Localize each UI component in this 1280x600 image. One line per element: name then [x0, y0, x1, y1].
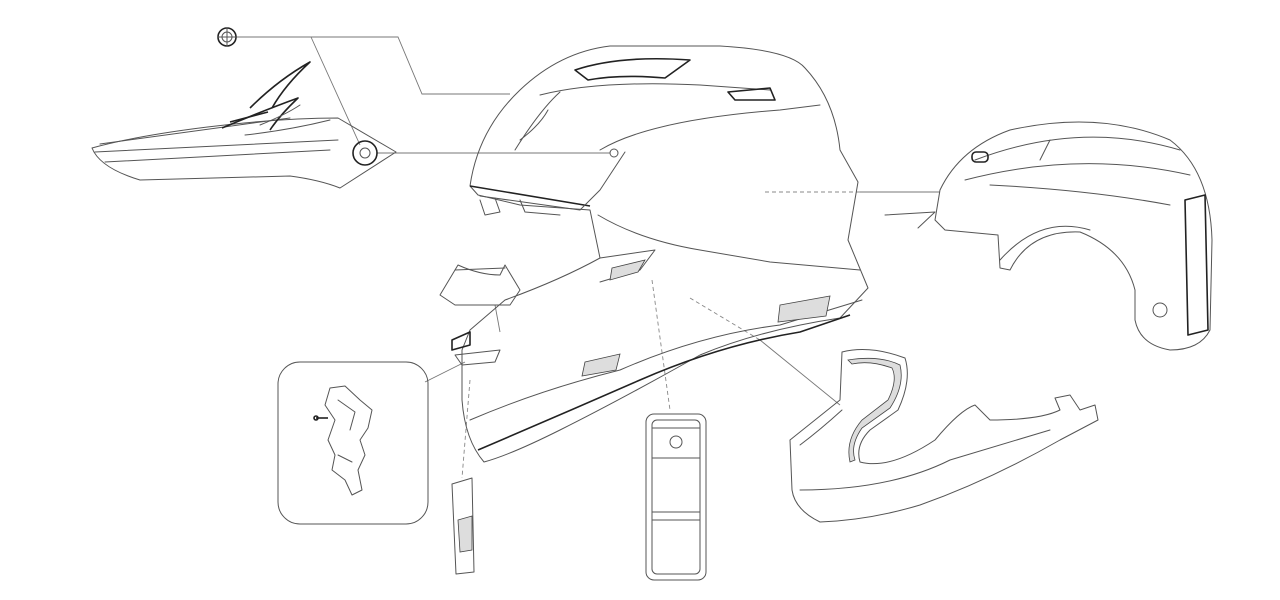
leader-cheek-dashed [689, 297, 761, 341]
leader-cheek [759, 339, 841, 406]
screw-icon [217, 27, 237, 47]
leader-screw-to-shell [236, 36, 510, 95]
leader-screw-to-visor [310, 36, 361, 146]
leader-strap-dashed [651, 279, 671, 411]
leader-vent [494, 304, 501, 333]
visor-peak [91, 61, 397, 189]
leader-chin-dashed [461, 379, 471, 479]
comfort-liner [884, 121, 1213, 351]
chin-strap-part [451, 477, 475, 575]
leader-inset [424, 361, 466, 383]
shell-mount-point [609, 148, 619, 158]
helmet-shell [461, 45, 869, 463]
visor-screw-icon [352, 140, 378, 166]
cheek-pad [789, 349, 1099, 523]
chin-strap-cover [645, 413, 707, 581]
mouth-vent [439, 264, 521, 366]
detail-inset [277, 361, 429, 525]
leader-lines [236, 36, 940, 479]
